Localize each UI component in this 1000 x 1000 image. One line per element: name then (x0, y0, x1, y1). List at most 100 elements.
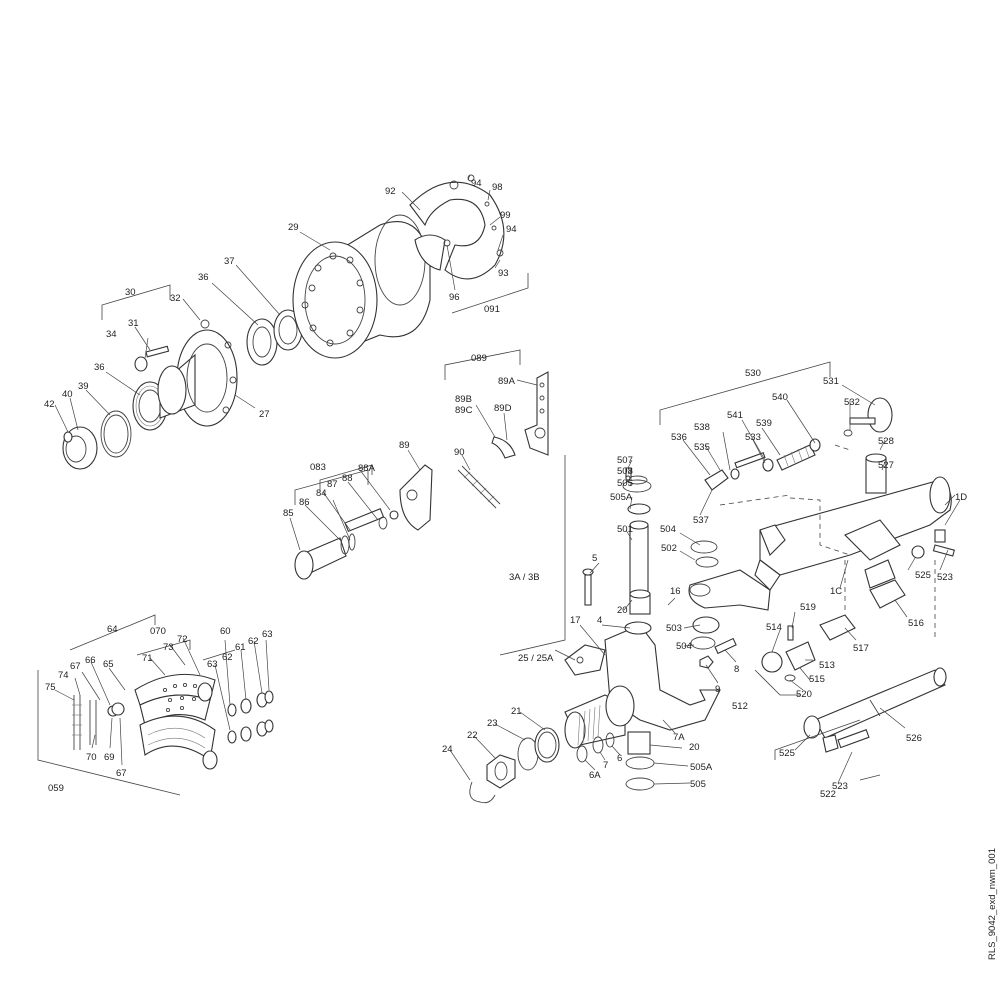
label-88: 88 (342, 473, 353, 484)
label-39: 39 (78, 381, 89, 392)
label-65: 65 (103, 659, 114, 670)
hub-drum-group (62, 174, 505, 470)
label-505A: 505A (610, 492, 633, 503)
group-brackets (37, 273, 956, 796)
label-67: 67 (70, 661, 81, 672)
label-84: 84 (316, 488, 327, 499)
label-36: 36 (198, 272, 209, 283)
label-059: 059 (48, 783, 64, 794)
label-7A: 7A (673, 732, 685, 743)
hub-cap (62, 426, 98, 470)
wheel-stud (134, 345, 170, 372)
label-89C: 89C (455, 405, 473, 416)
label-86: 86 (299, 497, 310, 508)
label-089: 089 (471, 353, 487, 364)
label-5: 5 (592, 553, 597, 564)
label-89: 89 (399, 440, 410, 451)
brake-shoe-group (72, 673, 274, 770)
label-6A: 6A (589, 770, 601, 781)
label-70: 70 (86, 752, 97, 763)
label-21: 21 (511, 706, 522, 717)
label-505A: 505A (690, 762, 713, 773)
label-513: 513 (819, 660, 835, 671)
label-60: 60 (220, 626, 231, 637)
label-20: 20 (689, 742, 700, 753)
label-85: 85 (283, 508, 294, 519)
label-530: 530 (745, 368, 761, 379)
label-63: 63 (207, 659, 218, 670)
label-539: 539 (756, 418, 772, 429)
label-540: 540 (772, 392, 788, 403)
leader-lines (54, 174, 961, 785)
label-1C: 1C (830, 586, 842, 597)
label-72: 72 (177, 634, 188, 645)
label-514: 514 (766, 622, 782, 633)
label-88A: 88A (358, 463, 376, 474)
label-71: 71 (142, 653, 153, 664)
label-42: 42 (44, 399, 55, 410)
gasket (100, 410, 132, 458)
label-532: 532 (844, 397, 860, 408)
drawing-reference: RLS_9042_exd_nwm_001 (987, 848, 998, 960)
label-37: 37 (224, 256, 235, 267)
label-92: 92 (385, 186, 396, 197)
label-94: 94 (471, 178, 482, 189)
shoe-return-springs (72, 695, 97, 750)
label-66: 66 (85, 655, 96, 666)
label-9: 9 (715, 684, 720, 695)
label-519: 519 (800, 602, 816, 613)
label-89D: 89D (494, 403, 512, 414)
label-74: 74 (58, 670, 69, 681)
axle-beam-group (688, 397, 955, 753)
label-522: 522 (820, 789, 836, 800)
label-61: 61 (235, 642, 246, 653)
label-62: 62 (222, 652, 233, 663)
label-93: 93 (498, 268, 509, 279)
label-091: 091 (484, 304, 500, 315)
label-083: 083 (310, 462, 326, 473)
label-64: 64 (107, 624, 118, 635)
label-63: 63 (262, 629, 273, 640)
label-75: 75 (45, 682, 56, 693)
inner-bearing (246, 318, 278, 366)
label-99: 99 (500, 210, 511, 221)
label-29: 29 (288, 222, 299, 233)
label-36: 36 (94, 362, 105, 373)
shoe-rollers (107, 690, 274, 744)
label-523: 523 (832, 781, 848, 792)
label-27: 27 (259, 409, 270, 420)
label-17: 17 (570, 615, 581, 626)
label-535: 535 (694, 442, 710, 453)
label-7: 7 (603, 760, 608, 771)
label-1D: 1D (955, 492, 967, 503)
label-31: 31 (128, 318, 139, 329)
steering-knuckle-group (469, 467, 737, 804)
label-505: 505 (690, 779, 706, 790)
label-94: 94 (506, 224, 517, 235)
label-515: 515 (809, 674, 825, 685)
label-507: 507 (617, 455, 633, 466)
label-505: 505 (617, 478, 633, 489)
return-spring (457, 465, 501, 509)
label-502: 502 (661, 543, 677, 554)
label-89A: 89A (498, 376, 516, 387)
wheel-hub (157, 319, 238, 427)
label-62: 62 (248, 636, 259, 647)
part-labels: 30 32 36 37 29 31 34 36 39 40 42 27 92 9… (44, 178, 967, 800)
label-24: 24 (442, 744, 453, 755)
label-525: 525 (779, 748, 795, 759)
label-504: 504 (660, 524, 676, 535)
label-73: 73 (163, 642, 174, 653)
label-25-25A: 25 / 25A (518, 653, 554, 664)
label-89B: 89B (455, 394, 472, 405)
label-527: 527 (878, 460, 894, 471)
label-4: 4 (597, 615, 602, 626)
label-531: 531 (823, 376, 839, 387)
label-508: 508 (617, 466, 633, 477)
label-22: 22 (467, 730, 478, 741)
label-533: 533 (745, 432, 761, 443)
label-526: 526 (906, 733, 922, 744)
label-516: 516 (908, 618, 924, 629)
label-3A-3B: 3A / 3B (509, 572, 540, 583)
label-34: 34 (106, 329, 117, 340)
